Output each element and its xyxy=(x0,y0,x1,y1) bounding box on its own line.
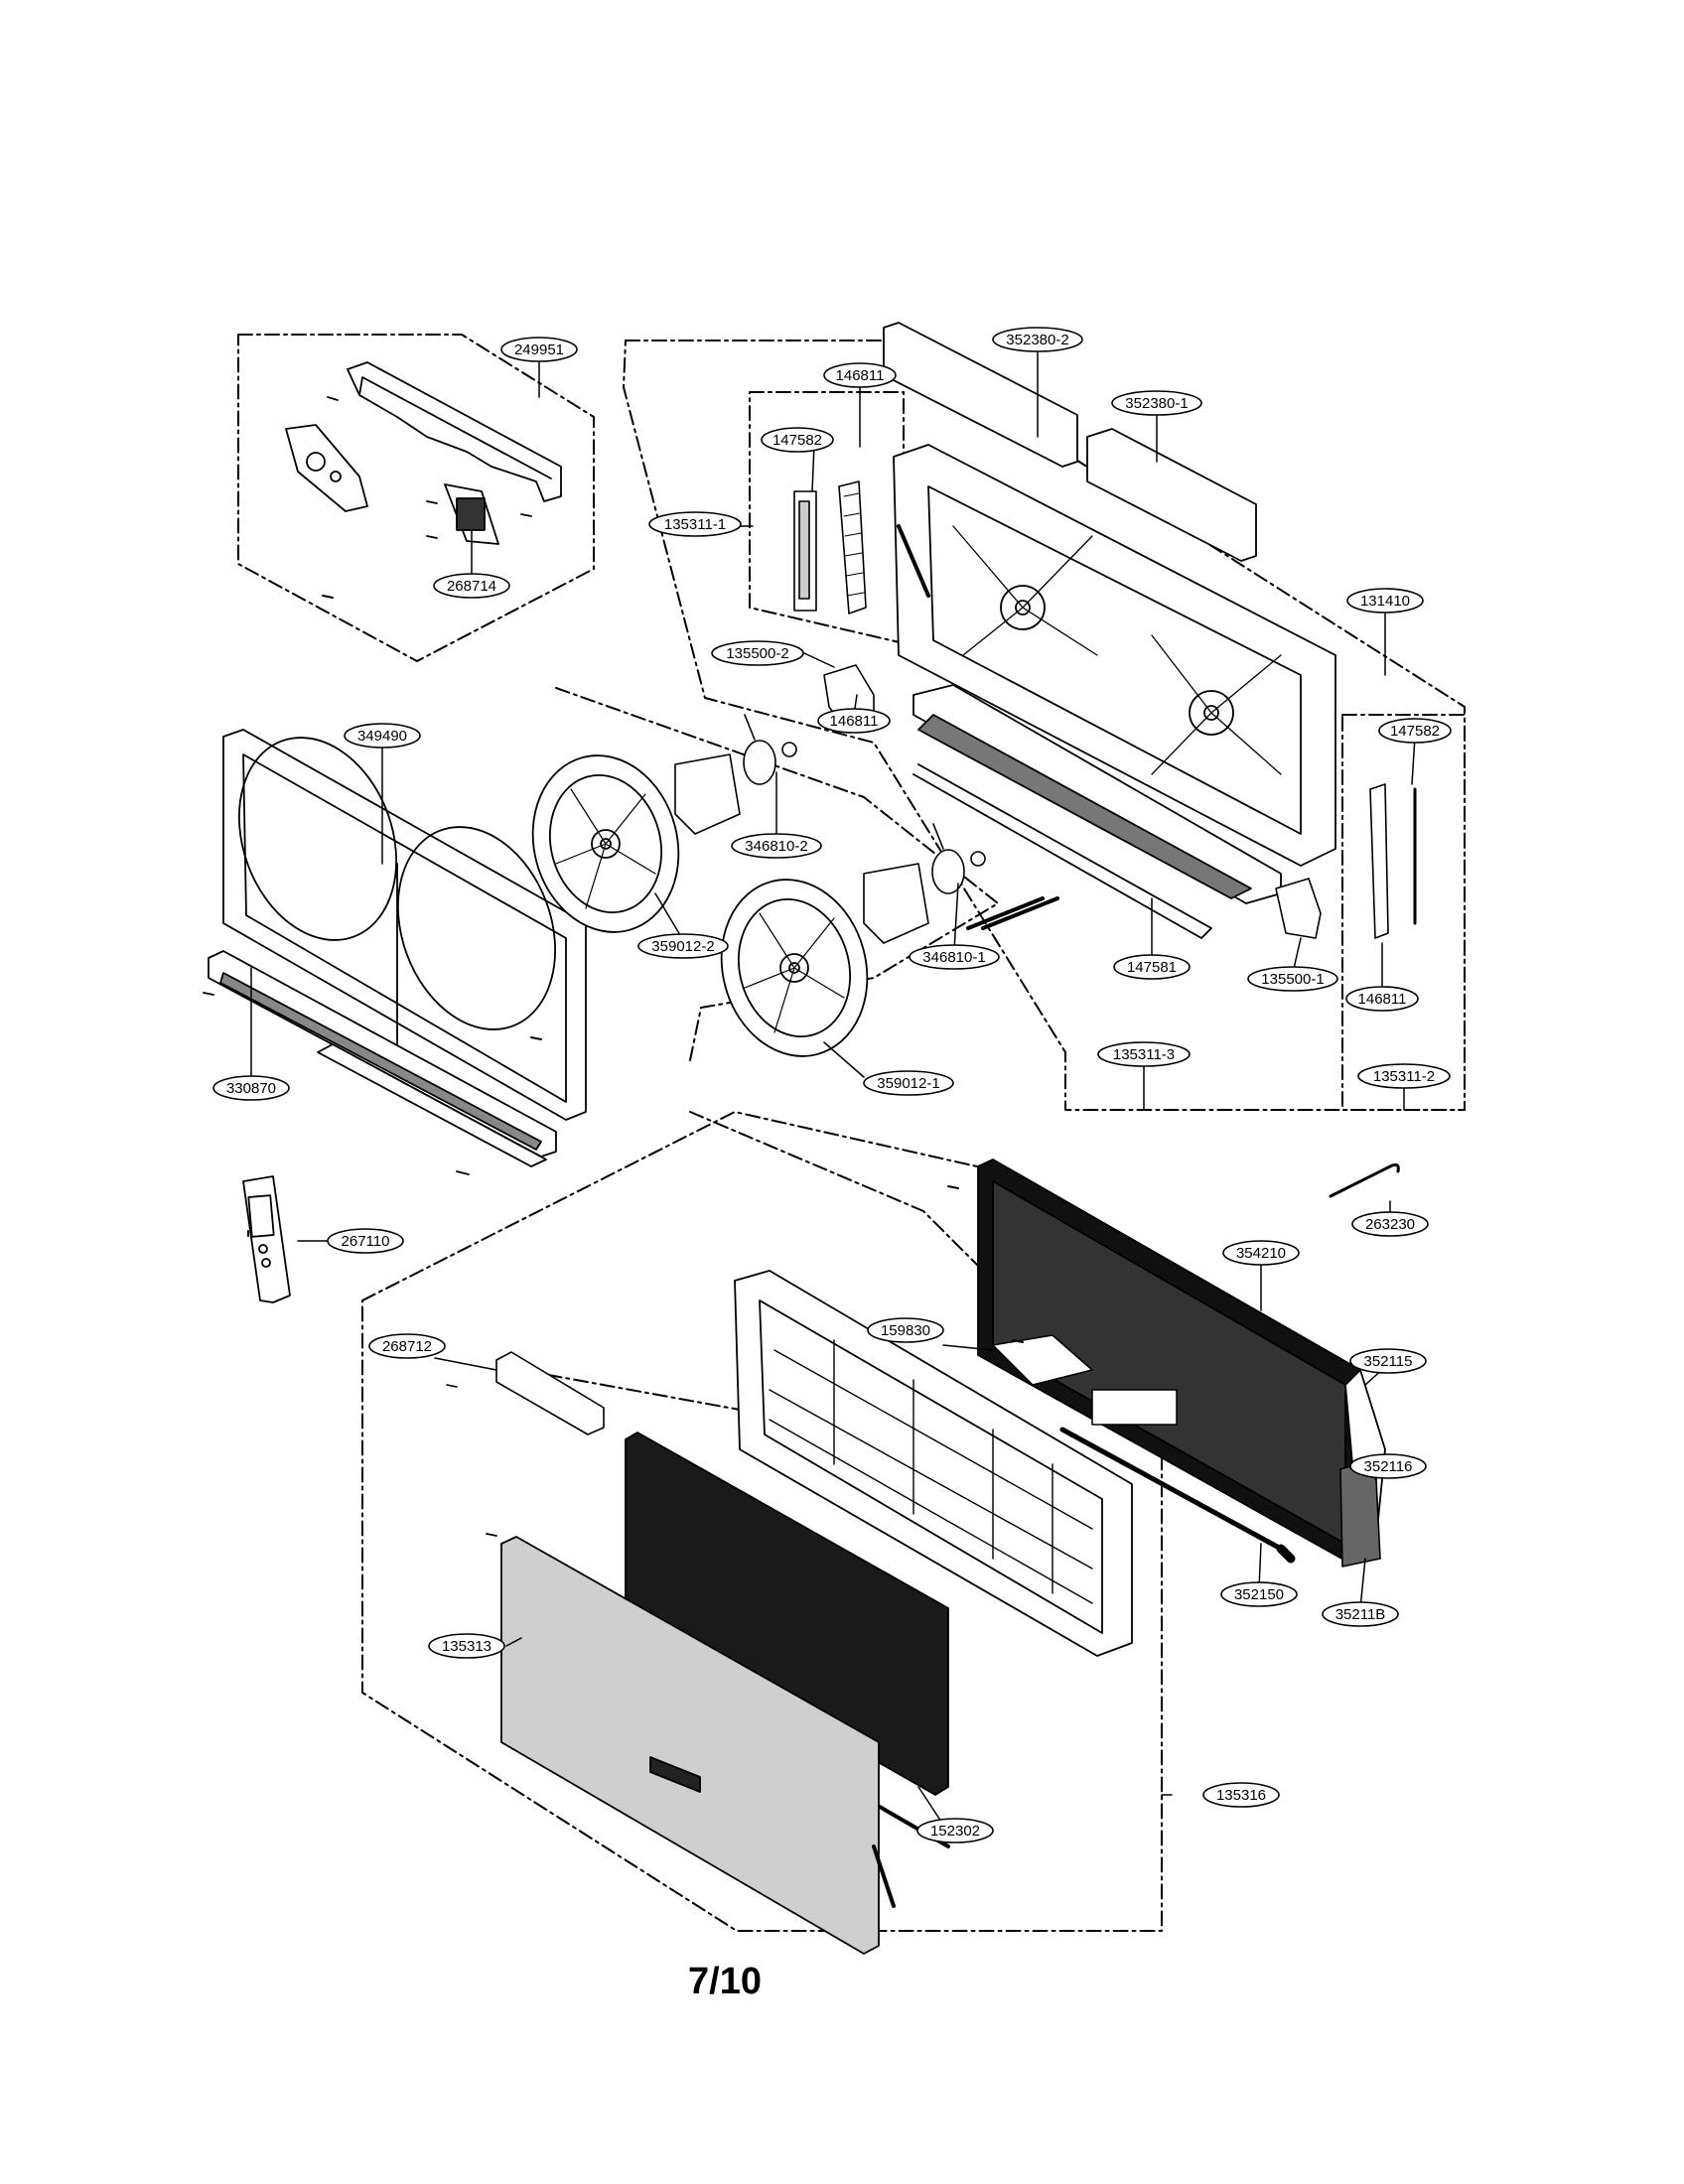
callout-159830: 159830 xyxy=(867,1317,944,1343)
callout-267110: 267110 xyxy=(327,1228,404,1254)
callout-135316-label: 135316 xyxy=(1216,1787,1266,1804)
callout-359012-2-label: 359012-2 xyxy=(651,938,714,955)
callout-267110-label: 267110 xyxy=(342,1233,390,1250)
control-board xyxy=(992,1334,1178,1426)
callout-147581: 147581 xyxy=(1113,954,1191,980)
callout-35211B-label: 35211B xyxy=(1335,1606,1386,1623)
callout-354210-label: 354210 xyxy=(1236,1245,1286,1262)
callout-146811-b-label: 146811 xyxy=(830,713,879,730)
callout-135313: 135313 xyxy=(428,1633,505,1659)
callout-147581-label: 147581 xyxy=(1127,959,1177,976)
callout-359012-2: 359012-2 xyxy=(637,933,729,959)
callout-352150-label: 352150 xyxy=(1234,1586,1284,1603)
callout-146811-a-label: 146811 xyxy=(836,367,885,384)
callout-352150: 352150 xyxy=(1220,1581,1298,1607)
callout-349490: 349490 xyxy=(344,723,421,749)
front-grille xyxy=(734,1270,1133,1657)
callout-346810-2: 346810-2 xyxy=(731,833,822,859)
callout-135311-3: 135311-3 xyxy=(1097,1041,1191,1067)
callout-135313-label: 135313 xyxy=(442,1638,491,1655)
callout-labels: 249951 268714 352380-2 352380-1 146811 1… xyxy=(212,327,1452,1843)
callout-135316: 135316 xyxy=(1202,1782,1280,1808)
callout-352116: 352116 xyxy=(1349,1453,1427,1479)
callout-135500-2: 135500-2 xyxy=(711,640,804,666)
callout-352115-label: 352115 xyxy=(1364,1353,1413,1370)
callout-359012-1-label: 359012-1 xyxy=(877,1075,939,1092)
page-number: 7/10 xyxy=(688,1961,762,2002)
outline-condenser-group xyxy=(749,391,905,644)
callout-354210: 354210 xyxy=(1222,1240,1300,1266)
callout-135311-1: 135311-1 xyxy=(648,511,742,537)
callout-131410-label: 131410 xyxy=(1360,593,1410,610)
outline-control-box xyxy=(237,334,595,662)
callout-352115: 352115 xyxy=(1349,1348,1427,1374)
callout-147582-a-label: 147582 xyxy=(772,432,822,449)
callout-146811-c-label: 146811 xyxy=(1358,991,1407,1008)
motor-upper xyxy=(674,714,797,835)
motor-lower xyxy=(863,823,986,944)
callout-135311-2-label: 135311-2 xyxy=(1373,1068,1435,1085)
blower-wheel-lower xyxy=(720,879,869,1057)
callout-135500-2-label: 135500-2 xyxy=(726,645,788,662)
cabinet-assembly xyxy=(883,322,1336,939)
front-frame xyxy=(222,729,587,1121)
callout-135311-3-label: 135311-3 xyxy=(1113,1046,1175,1063)
callout-268714-label: 268714 xyxy=(447,578,496,595)
duct-rod xyxy=(966,896,1045,930)
callout-330870: 330870 xyxy=(212,1075,290,1101)
callout-352380-1-label: 352380-1 xyxy=(1125,395,1188,412)
callout-359012-1: 359012-1 xyxy=(863,1070,954,1096)
remote-control xyxy=(242,1175,291,1303)
leader-lines xyxy=(250,344,1416,1826)
callout-135311-2: 135311-2 xyxy=(1357,1063,1451,1089)
callout-346810-1-label: 346810-1 xyxy=(922,949,985,966)
callout-147582-b: 147582 xyxy=(1378,718,1452,744)
outline-blower-link xyxy=(555,687,999,1061)
callout-146811-c: 146811 xyxy=(1345,986,1419,1012)
callout-249951: 249951 xyxy=(500,337,578,362)
coil-pipe xyxy=(1059,1427,1296,1564)
callout-330870-label: 330870 xyxy=(226,1080,276,1097)
outline-side-group xyxy=(1341,714,1466,1111)
callout-147582-a: 147582 xyxy=(761,427,834,453)
callout-352116-label: 352116 xyxy=(1364,1458,1413,1475)
outline-front-group xyxy=(361,1111,1163,1932)
blower-wheel-upper xyxy=(531,754,680,933)
callout-146811-a: 146811 xyxy=(823,362,897,388)
callout-352380-1: 352380-1 xyxy=(1111,390,1202,416)
callout-346810-2-label: 346810-2 xyxy=(745,838,807,855)
callout-349490-label: 349490 xyxy=(357,728,407,745)
callout-135500-1-label: 135500-1 xyxy=(1261,971,1324,988)
callout-352380-2-label: 352380-2 xyxy=(1006,332,1068,348)
callout-152302-label: 152302 xyxy=(930,1823,980,1840)
callout-263230: 263230 xyxy=(1351,1211,1429,1237)
callout-131410: 131410 xyxy=(1346,588,1424,614)
callout-352380-2: 352380-2 xyxy=(992,327,1083,352)
outline-cover-link xyxy=(689,1111,989,1277)
callout-263230-label: 263230 xyxy=(1365,1216,1415,1233)
callout-135500-1: 135500-1 xyxy=(1247,966,1338,992)
callout-159830-label: 159830 xyxy=(881,1322,930,1339)
callout-268712: 268712 xyxy=(368,1333,446,1359)
condenser-brackets xyxy=(793,480,1417,939)
callout-147582-b-label: 147582 xyxy=(1390,723,1440,740)
callout-249951-label: 249951 xyxy=(514,341,564,358)
callout-268714: 268714 xyxy=(433,573,510,599)
screws xyxy=(322,595,1024,1343)
callout-346810-1: 346810-1 xyxy=(909,944,1000,970)
callout-135311-1-label: 135311-1 xyxy=(664,516,726,533)
thermistor-sensor xyxy=(1329,1162,1400,1198)
callout-268712-label: 268712 xyxy=(382,1338,432,1355)
bottom-rail xyxy=(203,950,557,1175)
control-box-assembly xyxy=(285,361,562,545)
front-panel xyxy=(500,1536,896,1955)
filter-holder xyxy=(446,1351,605,1435)
callout-35211B: 35211B xyxy=(1322,1601,1399,1627)
callout-146811-b: 146811 xyxy=(817,708,891,734)
callout-152302: 152302 xyxy=(916,1818,994,1843)
